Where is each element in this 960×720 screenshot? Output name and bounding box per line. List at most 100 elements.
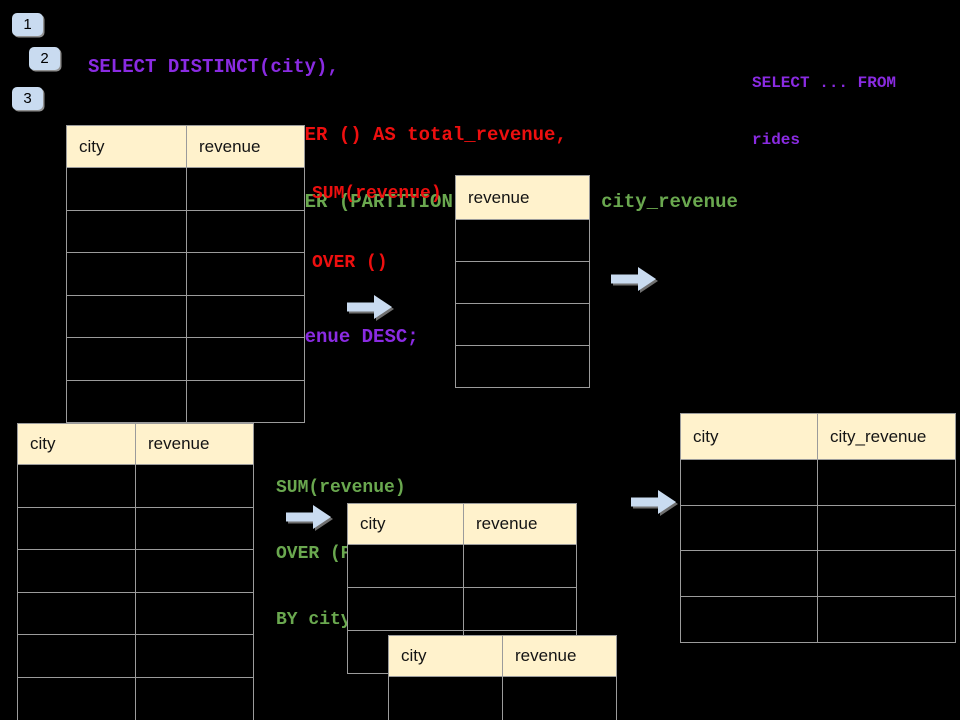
column-header: revenue bbox=[456, 176, 589, 219]
table-cell bbox=[18, 677, 135, 720]
table-row bbox=[389, 676, 616, 720]
table-row bbox=[681, 459, 955, 505]
table-cell bbox=[348, 588, 463, 630]
table-row bbox=[456, 219, 589, 261]
table-cell bbox=[67, 295, 186, 337]
table-cell bbox=[463, 545, 576, 587]
table-row bbox=[18, 634, 253, 677]
table-header-row: revenue bbox=[456, 176, 589, 219]
table-row bbox=[681, 504, 955, 551]
table-cell bbox=[681, 551, 817, 597]
table-row bbox=[456, 345, 589, 387]
table-row bbox=[456, 261, 589, 303]
table-cell bbox=[67, 338, 186, 380]
table-cell bbox=[502, 677, 616, 720]
arrow-right-icon bbox=[631, 489, 677, 515]
table-cell bbox=[67, 168, 186, 210]
table-row bbox=[348, 587, 576, 630]
table-cell bbox=[463, 588, 576, 630]
table-cell bbox=[18, 550, 135, 592]
table-row bbox=[67, 167, 304, 210]
table-cell bbox=[135, 677, 253, 720]
table-cell bbox=[456, 304, 589, 345]
column-header: revenue bbox=[186, 126, 304, 167]
table-cell bbox=[681, 505, 817, 551]
table-row bbox=[348, 544, 576, 587]
annotation-partition-line1: SUM(revenue) bbox=[276, 478, 406, 498]
table-row bbox=[18, 464, 253, 507]
table-cell bbox=[18, 635, 135, 677]
table-cell bbox=[186, 295, 304, 337]
step-badge-3: 3 bbox=[12, 87, 43, 110]
table-cell bbox=[135, 550, 253, 592]
table-cell bbox=[186, 380, 304, 422]
arrow-right-icon bbox=[611, 266, 657, 292]
arrow-right-icon bbox=[347, 294, 393, 320]
table-row bbox=[67, 379, 304, 422]
table-cell bbox=[817, 505, 955, 551]
table-cell bbox=[67, 380, 186, 422]
table-cell bbox=[67, 210, 186, 252]
table-cell bbox=[135, 507, 253, 550]
table-row bbox=[18, 549, 253, 592]
column-header: city bbox=[348, 504, 463, 544]
table-row bbox=[681, 596, 955, 642]
table-cell bbox=[18, 507, 135, 550]
step-badge-2: 2 bbox=[29, 47, 60, 70]
side-note-line1: SELECT ... FROM bbox=[752, 74, 897, 92]
side-note-line2: rides bbox=[752, 131, 801, 149]
column-header: revenue bbox=[463, 504, 576, 544]
table-row bbox=[67, 294, 304, 337]
table-row bbox=[18, 676, 253, 720]
column-header: city bbox=[681, 414, 817, 459]
table-cell bbox=[389, 677, 502, 720]
column-header: revenue bbox=[135, 424, 253, 464]
annotation-total-line2: OVER () bbox=[312, 253, 388, 273]
table-cell bbox=[456, 220, 589, 261]
column-header: city bbox=[67, 126, 186, 167]
table-cell bbox=[681, 597, 817, 642]
annotation-total-revenue: SUM(revenue) OVER () bbox=[312, 137, 442, 321]
table-row bbox=[67, 252, 304, 295]
column-header: city bbox=[389, 636, 502, 676]
table-cell bbox=[456, 262, 589, 303]
table-row bbox=[67, 209, 304, 252]
table-cell bbox=[817, 597, 955, 642]
sql-line-select: SELECT DISTINCT(city), bbox=[88, 56, 339, 78]
side-note-select-from: SELECT ... FROM rides bbox=[752, 36, 896, 188]
table-cell bbox=[135, 592, 253, 635]
column-header: revenue bbox=[502, 636, 616, 676]
table-cell bbox=[456, 346, 589, 387]
table-cell bbox=[348, 545, 463, 587]
table-cell bbox=[186, 210, 304, 252]
table-row bbox=[18, 506, 253, 550]
table-cell bbox=[186, 338, 304, 380]
table-row bbox=[67, 337, 304, 380]
table-total-revenue-result: revenue bbox=[455, 175, 590, 388]
table-cell bbox=[186, 253, 304, 295]
step-badge-1: 1 bbox=[12, 13, 43, 36]
column-header: city bbox=[18, 424, 135, 464]
table-cell bbox=[681, 460, 817, 505]
table-row bbox=[681, 550, 955, 597]
table-cell bbox=[67, 253, 186, 295]
table-cell bbox=[817, 460, 955, 505]
table-cell bbox=[18, 592, 135, 635]
table-cell bbox=[18, 465, 135, 507]
annotation-total-line1: SUM(revenue) bbox=[312, 184, 442, 204]
arrow-right-icon bbox=[286, 504, 332, 530]
table-cell bbox=[186, 168, 304, 210]
table-cell bbox=[135, 465, 253, 507]
table-row bbox=[456, 303, 589, 345]
table-cell bbox=[135, 635, 253, 677]
